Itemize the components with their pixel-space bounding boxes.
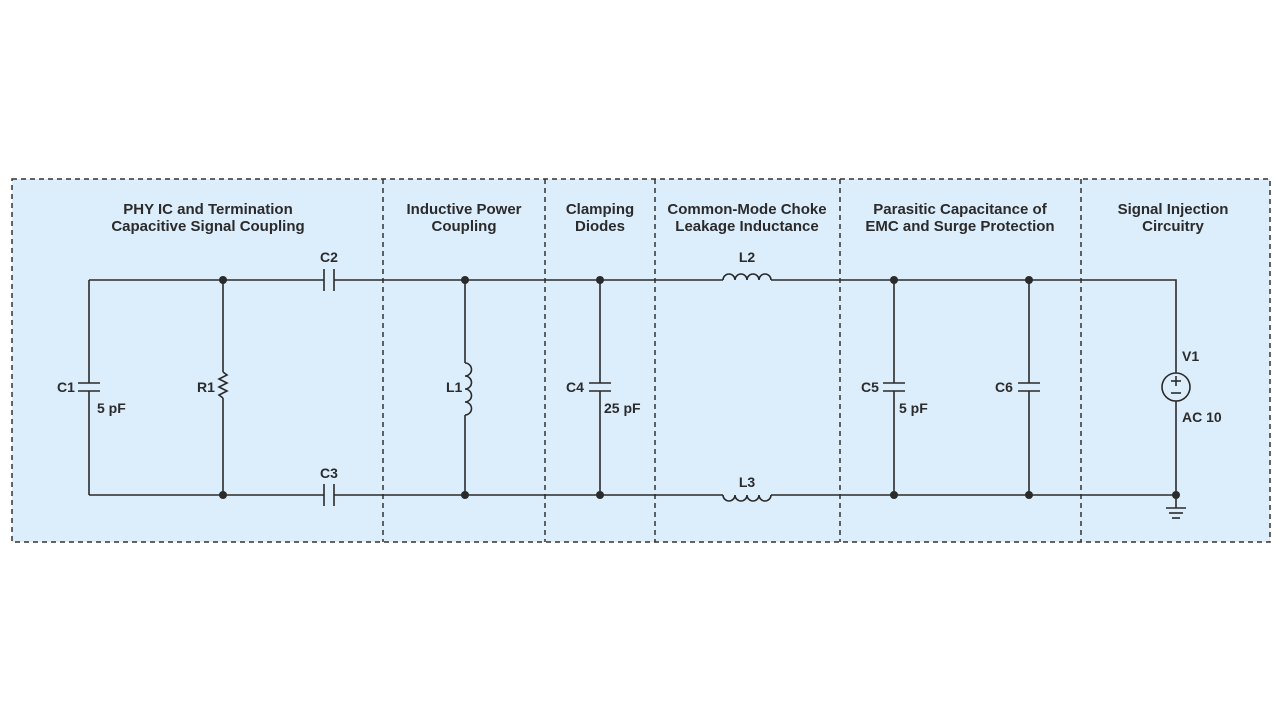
inductor-l3 <box>722 494 772 502</box>
capacitor-c4 <box>589 280 611 495</box>
junction-node <box>1025 491 1033 499</box>
c5-value: 5 pF <box>899 400 928 416</box>
junction-node <box>1172 491 1180 499</box>
junction-nodes <box>219 276 1180 499</box>
capacitor-c3 <box>323 484 335 506</box>
inductor-l2 <box>722 273 772 281</box>
junction-node <box>219 276 227 284</box>
junction-node <box>1025 276 1033 284</box>
capacitor-c5 <box>883 280 905 495</box>
section-title-signal-injection: Signal Injection Circuitry <box>1118 201 1229 235</box>
c4-label: C4 <box>566 379 584 395</box>
resistor-r1 <box>217 280 229 495</box>
capacitor-c2 <box>323 269 335 291</box>
section-title-clamping-diodes: Clamping Diodes <box>566 201 634 235</box>
c5-label: C5 <box>861 379 879 395</box>
section-title-common-mode-choke: Common-Mode Choke Leakage Inductance <box>667 201 826 235</box>
c1-label: C1 <box>57 379 75 395</box>
junction-node <box>890 491 898 499</box>
svg-text:Clamping: Clamping <box>566 201 634 218</box>
svg-text:Inductive Power: Inductive Power <box>406 201 521 218</box>
capacitor-c6 <box>1018 280 1040 495</box>
c6-label: C6 <box>995 379 1013 395</box>
svg-text:Signal Injection: Signal Injection <box>1118 201 1229 218</box>
junction-node <box>596 491 604 499</box>
junction-node <box>596 276 604 284</box>
c2-label: C2 <box>320 249 338 265</box>
v1-value: AC 10 <box>1182 409 1222 425</box>
junction-node <box>890 276 898 284</box>
svg-text:Circuitry: Circuitry <box>1142 218 1204 235</box>
svg-text:Leakage Inductance: Leakage Inductance <box>675 218 818 235</box>
inductor-l1 <box>464 280 473 495</box>
svg-text:Coupling: Coupling <box>432 218 497 235</box>
l2-label: L2 <box>739 249 756 265</box>
section-title-phy: PHY IC and Termination Capacitive Signal… <box>111 201 304 235</box>
c4-value: 25 pF <box>604 400 641 416</box>
l1-label: L1 <box>446 379 463 395</box>
voltage-source-v1 <box>1161 372 1191 402</box>
top-rail <box>89 279 1177 373</box>
capacitor-c1 <box>78 280 100 495</box>
svg-text:EMC and Surge Protection: EMC and Surge Protection <box>865 218 1054 235</box>
section-title-parasitic-capacitance: Parasitic Capacitance of EMC and Surge P… <box>865 201 1054 235</box>
v1-label: V1 <box>1182 348 1199 364</box>
c3-label: C3 <box>320 465 338 481</box>
svg-text:Common-Mode Choke: Common-Mode Choke <box>667 201 826 218</box>
svg-text:Parasitic Capacitance of: Parasitic Capacitance of <box>873 201 1047 218</box>
svg-text:Capacitive Signal Coupling: Capacitive Signal Coupling <box>111 218 304 235</box>
r1-label: R1 <box>197 379 215 395</box>
svg-text:Diodes: Diodes <box>575 218 625 235</box>
c1-value: 5 pF <box>97 400 126 416</box>
diagram-panel <box>11 178 1271 543</box>
junction-node <box>461 276 469 284</box>
svg-text:PHY IC and Termination: PHY IC and Termination <box>123 201 292 218</box>
junction-node <box>219 491 227 499</box>
junction-node <box>461 491 469 499</box>
l3-label: L3 <box>739 474 756 490</box>
section-title-inductive-power: Inductive Power Coupling <box>406 201 521 235</box>
